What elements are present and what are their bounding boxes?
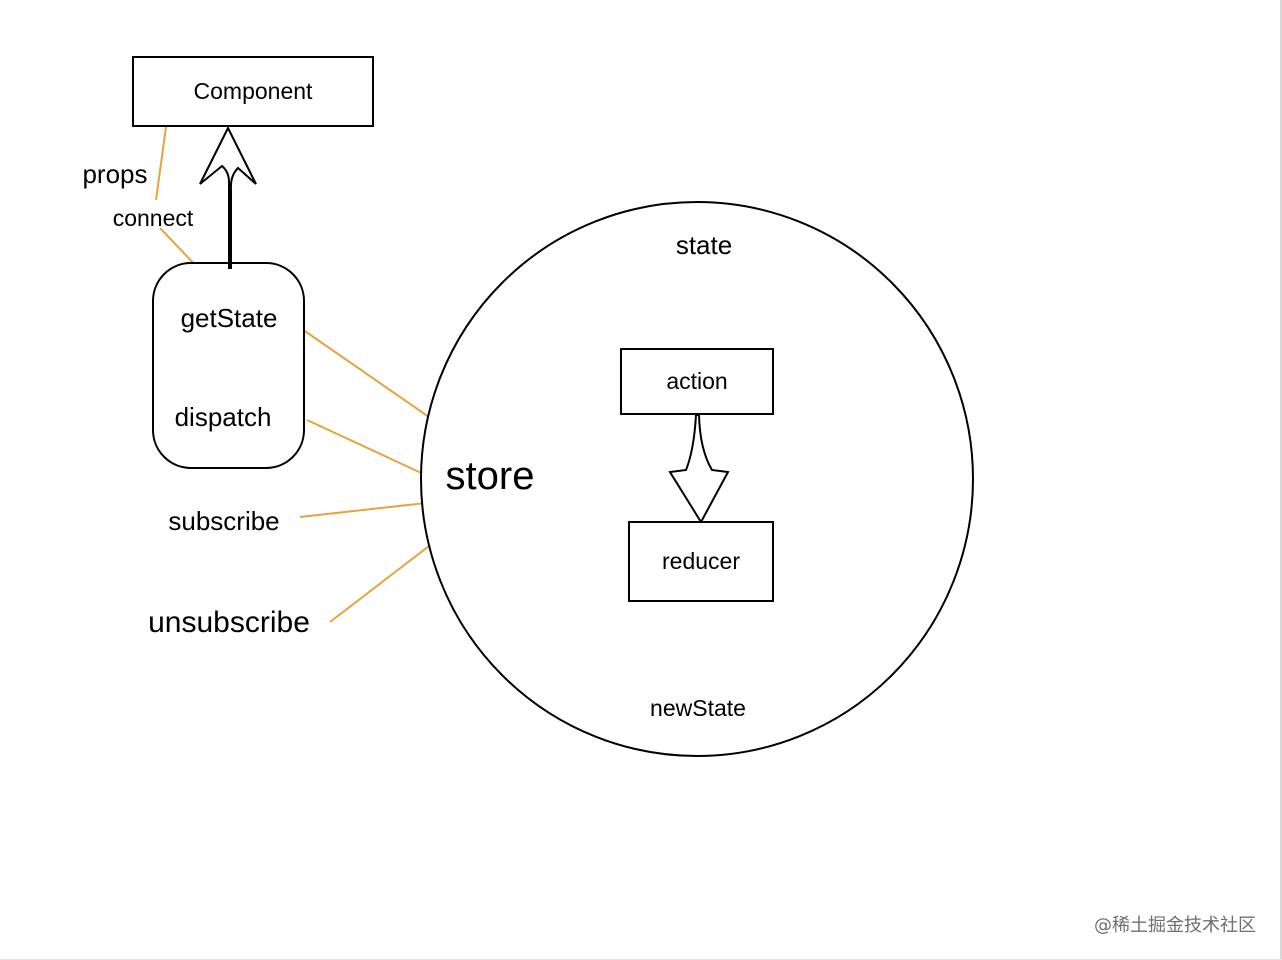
- props-connector-line: [155, 126, 167, 201]
- reducer-label: reducer: [662, 548, 740, 574]
- subscribe-store-line: [299, 500, 445, 518]
- newstate-label: newState: [650, 695, 746, 721]
- unsubscribe-label: unsubscribe: [148, 606, 310, 639]
- store-api-box: [152, 262, 305, 469]
- action-box: [620, 348, 774, 415]
- connect-label: connect: [113, 205, 194, 231]
- down-arrow: [668, 414, 730, 524]
- watermark-text: @稀土掘金技术社区: [1094, 915, 1256, 936]
- component-label: Component: [194, 78, 314, 104]
- props-label: props: [82, 159, 147, 189]
- getstate-label: getState: [181, 303, 278, 333]
- component-box: [132, 56, 374, 127]
- subscribe-label: subscribe: [168, 506, 279, 536]
- frame-right-edge: [1280, 0, 1282, 960]
- action-label: action: [666, 368, 727, 394]
- state-label: state: [676, 230, 732, 260]
- reducer-box: [628, 521, 774, 602]
- up-arrow: [199, 125, 257, 269]
- store-label: store: [446, 454, 535, 498]
- dispatch-label: dispatch: [175, 402, 272, 432]
